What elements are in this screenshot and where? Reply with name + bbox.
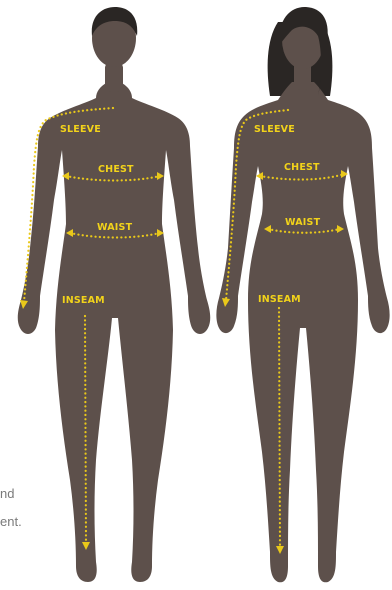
male-inseam-label: INSEAM: [62, 295, 105, 306]
male-chest-label: CHEST: [98, 164, 134, 175]
female-sleeve-label: SLEEVE: [254, 124, 295, 135]
caption-line-1: nd: [0, 486, 14, 501]
female-body-silhouette: [216, 82, 389, 582]
female-waist-label: WAIST: [285, 217, 321, 228]
male-body-silhouette: [18, 82, 210, 582]
female-figure: SLEEVE CHEST WAIST INSEAM: [216, 7, 389, 582]
caption-line-2: ent.: [0, 514, 22, 529]
female-inseam-label: INSEAM: [258, 294, 301, 305]
male-sleeve-label: SLEEVE: [60, 124, 101, 135]
female-chest-label: CHEST: [284, 162, 320, 173]
male-waist-label: WAIST: [97, 222, 133, 233]
male-figure: SLEEVE CHEST WAIST INSEAM: [18, 7, 210, 582]
